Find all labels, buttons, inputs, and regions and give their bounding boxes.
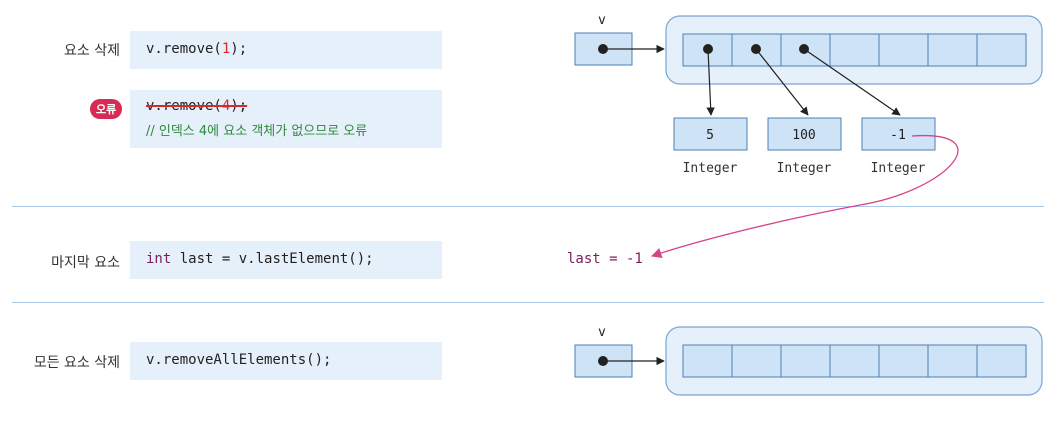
obj-2-value: -1 [890, 128, 906, 143]
top-cell-6 [976, 33, 1027, 67]
obj-0-box [673, 117, 748, 151]
code-error-suffix: ); [230, 98, 248, 114]
bottom-cell-1 [731, 344, 782, 378]
code-error-strikethrough: v.remove(4); [146, 98, 247, 114]
obj-0-value: 5 [706, 128, 714, 143]
code-remove-suffix: ); [230, 41, 248, 57]
label-last-element: 마지막 요소 [51, 255, 120, 271]
code-error-comment: // 인덱스 4에 요소 객체가 없으므로 오류 [146, 124, 368, 139]
bottom-cell-4 [878, 344, 929, 378]
obj-1-box [767, 117, 842, 151]
obj-0-type: Integer [683, 161, 738, 176]
top-cell-5 [927, 33, 978, 67]
bottom-cell-6 [976, 344, 1027, 378]
code-box-remove-all [130, 342, 442, 380]
code-remove: v.remove(1); [146, 41, 247, 57]
bottom-cell-5 [927, 344, 978, 378]
code-last-keyword: int [146, 251, 172, 267]
top-vector-cells [682, 33, 1027, 67]
code-last: int last = v.lastElement(); [146, 251, 374, 267]
pink-curve-arrow [651, 134, 959, 258]
code-remove-all: v.removeAllElements(); [146, 352, 332, 368]
code-box-remove [130, 31, 442, 69]
obj-2-type: Integer [871, 161, 926, 176]
error-badge: 오류 [90, 99, 123, 119]
label-remove-element: 요소 삭제 [64, 43, 120, 59]
code-error-prefix: v.remove( [146, 98, 222, 114]
code-last-rest: last = v.lastElement(); [171, 251, 374, 267]
arrow-to-obj-2 [803, 48, 901, 116]
arrow-to-obj-0 [706, 48, 715, 116]
obj-1-value: 100 [792, 128, 815, 143]
bottom-cell-0 [682, 344, 733, 378]
obj-2-box [861, 117, 936, 151]
code-error-arg: 4 [221, 98, 231, 114]
obj-1-type: Integer [777, 161, 832, 176]
top-var-name: v [598, 13, 606, 28]
bottom-vector-cells [682, 344, 1027, 378]
top-cell-3 [829, 33, 880, 67]
bottom-cell-3 [829, 344, 880, 378]
code-box-last [130, 241, 442, 279]
last-result: last = -1 [567, 251, 643, 267]
divider-1 [12, 206, 1044, 207]
label-remove-all: 모든 요소 삭제 [33, 355, 120, 371]
code-remove-arg: 1 [221, 41, 231, 57]
top-cell-4 [878, 33, 929, 67]
code-box-error [130, 90, 442, 148]
arrow-to-obj-1 [755, 48, 809, 116]
code-remove-prefix: v.remove( [146, 41, 222, 57]
bottom-cell-2 [780, 344, 831, 378]
bottom-var-name: v [598, 325, 606, 340]
divider-2 [12, 302, 1044, 303]
